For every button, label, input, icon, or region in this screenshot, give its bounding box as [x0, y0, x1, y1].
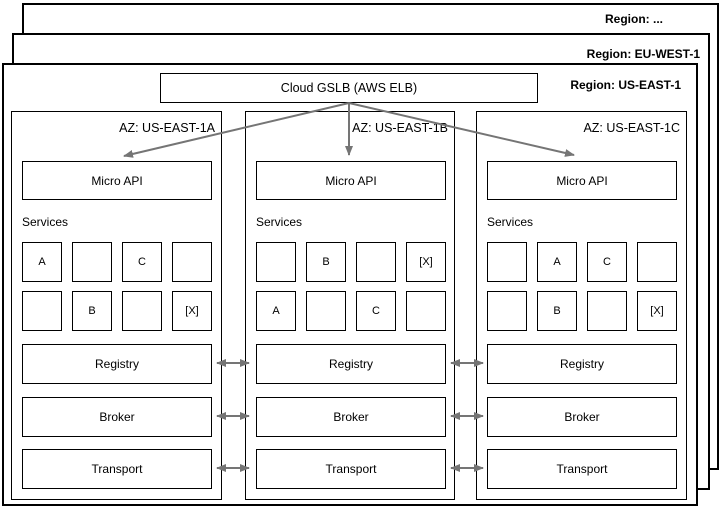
service-box-empty — [487, 291, 527, 331]
service-box-empty — [172, 242, 212, 282]
region-label-other: Region: ... — [605, 12, 663, 26]
az-column-us-east-1c: AZ: US-EAST-1C Micro API Services A C B … — [476, 111, 687, 500]
region-label-eu-west-1: Region: EU-WEST-1 — [586, 47, 700, 61]
broker-box: Broker — [256, 397, 446, 437]
service-box-b: B — [537, 291, 577, 331]
service-box-a: A — [256, 291, 296, 331]
services-label: Services — [22, 215, 69, 229]
region-label-us-east-1: Region: US-EAST-1 — [570, 78, 681, 92]
broker-box: Broker — [22, 397, 212, 437]
service-box-x: [X] — [172, 291, 212, 331]
service-box-empty — [406, 291, 446, 331]
service-box-empty — [306, 291, 346, 331]
az-label: AZ: US-EAST-1A — [119, 121, 215, 135]
az-label: AZ: US-EAST-1C — [583, 121, 680, 135]
transport-box: Transport — [22, 449, 212, 489]
service-box-c: C — [587, 242, 627, 282]
service-box-empty — [122, 291, 162, 331]
transport-box: Transport — [487, 449, 677, 489]
az-label: AZ: US-EAST-1B — [352, 121, 448, 135]
service-box-b: B — [72, 291, 112, 331]
service-box-c: C — [356, 291, 396, 331]
services-label: Services — [487, 215, 534, 229]
service-box-empty — [256, 242, 296, 282]
transport-box: Transport — [256, 449, 446, 489]
service-box-empty — [356, 242, 396, 282]
registry-box: Registry — [256, 344, 446, 384]
service-box-a: A — [537, 242, 577, 282]
micro-api-box: Micro API — [22, 161, 212, 200]
services-label: Services — [256, 215, 303, 229]
micro-api-box: Micro API — [256, 161, 446, 200]
service-box-empty — [72, 242, 112, 282]
broker-box: Broker — [487, 397, 677, 437]
registry-box: Registry — [22, 344, 212, 384]
service-box-empty — [487, 242, 527, 282]
az-column-us-east-1a: AZ: US-EAST-1A Micro API Services A C B … — [11, 111, 222, 500]
service-box-empty — [22, 291, 62, 331]
service-box-empty — [587, 291, 627, 331]
service-box-b: B — [306, 242, 346, 282]
service-box-empty — [637, 242, 677, 282]
service-box-x: [X] — [406, 242, 446, 282]
service-box-x: [X] — [637, 291, 677, 331]
az-column-us-east-1b: AZ: US-EAST-1B Micro API Services B [X] … — [245, 111, 455, 500]
service-box-a: A — [22, 242, 62, 282]
micro-api-box: Micro API — [487, 161, 677, 200]
service-box-c: C — [122, 242, 162, 282]
cloud-gslb-box: Cloud GSLB (AWS ELB) — [160, 73, 538, 103]
registry-box: Registry — [487, 344, 677, 384]
